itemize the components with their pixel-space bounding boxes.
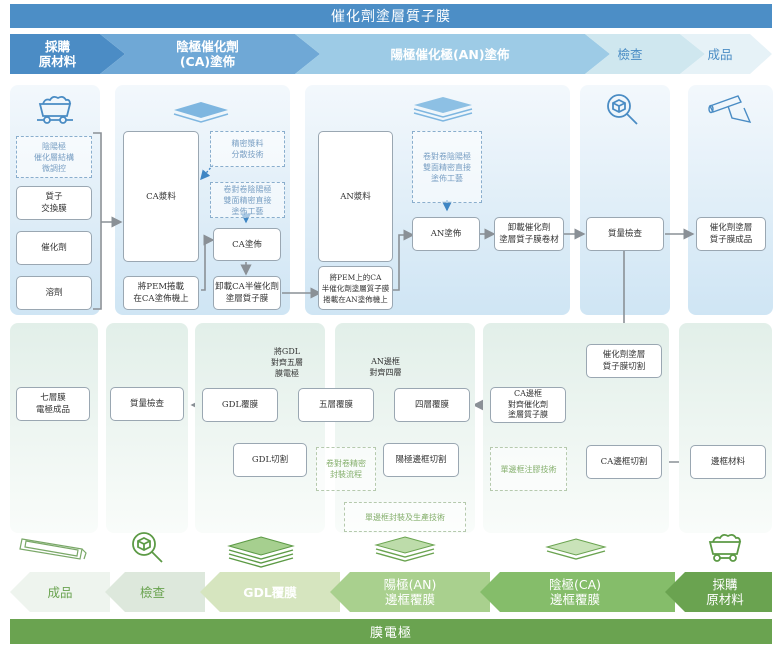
bottom-stage-an-frame: 陽極(AN) 邊框覆膜 <box>383 577 437 607</box>
chevron-shape-inspect <box>585 34 705 74</box>
five-layer-stack-icon <box>374 536 436 562</box>
gdl-lamination[interactable]: GDL覆膜 <box>202 388 278 422</box>
tech-catalyst-structure-note: 陰陽極 催化層結構 微調控 <box>16 136 92 178</box>
mine-cart-icon <box>37 95 73 124</box>
chevron-shape-an <box>295 34 610 74</box>
top-stage-chevrons <box>10 34 772 74</box>
an-frame-align-note: AN邊框 對齊四層 <box>369 357 402 377</box>
stage-product: 成品 <box>707 46 733 62</box>
tech-frame-injection: 單邊框注膠技術 <box>490 447 567 491</box>
ca-coating-step[interactable]: CA塗佈 <box>213 228 281 261</box>
ccm-cutting[interactable]: 催化劑塗層 質子膜切割 <box>586 344 662 378</box>
stage-procurement: 採購 原材料 <box>38 39 77 69</box>
load-pem-ca-coater[interactable]: 將PEM捲載 在CA塗佈機上 <box>123 276 199 310</box>
column-final-inspection <box>106 323 188 533</box>
stage-inspection: 檢查 <box>617 46 643 62</box>
header-title: 催化劑塗層質子膜 <box>10 4 772 28</box>
chevron-shape-product <box>680 34 772 74</box>
material-catalyst[interactable]: 催化劑 <box>16 231 92 265</box>
column-an-frame <box>335 323 475 533</box>
chevron-shape-final <box>10 572 110 612</box>
anode-frame-cutting[interactable]: 陽極邊框切割 <box>383 443 459 477</box>
chevron-shape-ca-frame <box>480 572 675 612</box>
bottom-stage-ca-frame: 陰極(CA) 邊框覆膜 <box>548 577 602 607</box>
gdl-cutting[interactable]: GDL切割 <box>233 443 307 477</box>
stage-an-coating: 陽極催化極(AN)塗佈 <box>390 46 510 62</box>
film-roll-icon <box>708 95 752 123</box>
footer-title: 膜電極 <box>10 619 772 644</box>
tech-r2r-sealing: 卷對卷精密 封裝流程 <box>316 447 376 491</box>
frame-material[interactable]: 邊框材料 <box>690 445 766 479</box>
unload-ca-half-ccm[interactable]: 卸載CA半催化劑 塗層質子膜 <box>213 276 281 310</box>
load-half-ccm-an-coater[interactable]: 將PEM上的CA 半催化劑塗層質子膜 捲載在AN塗佈機上 <box>318 266 393 310</box>
inspection-magnifier-icon <box>607 94 638 125</box>
stage-ca-coating: 陰極催化劑 (CA)塗佈 <box>176 39 239 69</box>
tech-r2r-coating-ca: 卷對卷陰陽極 雙面精密直接 塗佈工藝 <box>210 182 285 218</box>
gdl-align-note: 將GDL 對齊五層 膜電極 <box>271 347 303 378</box>
bottom-stage-procurement: 採購 原材料 <box>706 577 744 607</box>
an-slurry[interactable]: AN漿料 <box>318 131 393 262</box>
column-bottom-procurement <box>679 323 772 533</box>
an-coating-step[interactable]: AN塗佈 <box>412 217 480 251</box>
column-final-product <box>10 323 98 533</box>
bottom-stage-product: 成品 <box>47 584 73 600</box>
bottom-stage-gdl: GDL覆膜 <box>243 584 297 600</box>
material-solvent[interactable]: 溶劑 <box>16 276 92 310</box>
four-layer-stack-icon <box>545 538 607 560</box>
chevron-shape-bottom-procurement <box>665 572 772 612</box>
tech-single-frame-packaging: 單邊框封裝及生產技術 <box>344 502 466 532</box>
column-inspection <box>580 85 670 315</box>
bottom-quality-inspection[interactable]: 質量檢查 <box>110 387 184 421</box>
ca-frame-align-ccm[interactable]: CA邊框 對齊催化劑 塗層質子膜 <box>490 387 566 423</box>
chevron-shape-ca <box>100 34 320 74</box>
tech-slurry-dispersion: 精密漿料 分散技術 <box>210 131 285 167</box>
unload-ccm-roll[interactable]: 卸載催化劑 塗層質子膜卷材 <box>494 217 564 251</box>
bottom-stage-inspection: 檢查 <box>139 584 165 600</box>
chevron-shape-gdl <box>200 572 340 612</box>
four-layer-lamination[interactable]: 四層覆膜 <box>394 388 470 422</box>
top-quality-inspection[interactable]: 質量檢查 <box>586 217 664 251</box>
five-layer-lamination[interactable]: 五層覆膜 <box>298 388 374 422</box>
mine-cart-green-icon <box>708 533 742 562</box>
multi-layer-film-icon <box>413 97 473 122</box>
single-layer-film-icon <box>173 102 229 123</box>
chevron-shape-procurement <box>10 34 125 74</box>
chevron-shape-an-frame <box>330 572 490 612</box>
ca-slurry[interactable]: CA漿料 <box>123 131 199 262</box>
column-product <box>688 85 773 315</box>
mea-panel-icon <box>19 538 87 560</box>
seven-layer-stack-icon <box>227 536 295 568</box>
ccm-finished-product[interactable]: 催化劑塗層 質子膜成品 <box>696 217 766 251</box>
chevron-shape-final-inspect <box>105 572 205 612</box>
inspection-magnifier-green-icon <box>132 532 163 563</box>
seven-layer-mea-product[interactable]: 七層膜 電極成品 <box>16 387 90 421</box>
tech-r2r-coating-an: 卷對卷陰陽極 雙面精密直接 塗佈工藝 <box>412 131 482 203</box>
bottom-stage-chevrons <box>10 572 772 612</box>
column-gdl <box>195 323 325 533</box>
ca-frame-cutting[interactable]: CA邊框切割 <box>586 445 662 479</box>
material-pem[interactable]: 質子 交換膜 <box>16 186 92 220</box>
